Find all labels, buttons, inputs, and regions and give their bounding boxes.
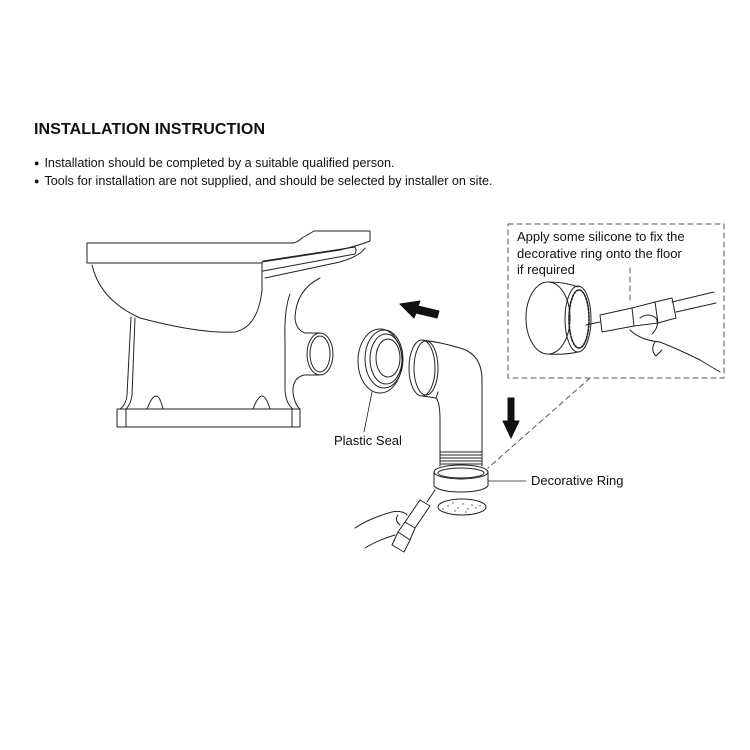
page-title: INSTALLATION INSTRUCTION (34, 121, 266, 138)
silicone-gun-lower-illustration (354, 489, 436, 553)
arrow-left-up-icon (399, 300, 440, 319)
callout-line: decorative ring onto the floor (517, 245, 682, 261)
callout-text: Apply some silicone to fix the decorativ… (517, 229, 722, 279)
instruction-bullets: Installation should be completed by a su… (34, 155, 493, 191)
callout-line: Apply some silicone to fix the (517, 229, 685, 244)
plastic-seal-label: Plastic Seal (334, 433, 402, 448)
decorative-ring-illustration (433, 464, 527, 493)
toilet-pan-illustration (86, 230, 371, 428)
bullet-item: Installation should be completed by a su… (34, 155, 493, 173)
silicone-patch-illustration (437, 498, 487, 516)
pan-connector-illustration (408, 339, 483, 467)
decorative-ring-label: Decorative Ring (531, 473, 624, 488)
bullet-item: Tools for installation are not supplied,… (34, 173, 492, 191)
plastic-seal-illustration (357, 328, 404, 433)
arrow-down-icon (502, 397, 520, 439)
callout-line: if required (517, 262, 575, 277)
callout-silicone-gun-illustration (585, 291, 721, 373)
callout-box (487, 223, 725, 469)
callout-ring-illustration (525, 281, 592, 355)
